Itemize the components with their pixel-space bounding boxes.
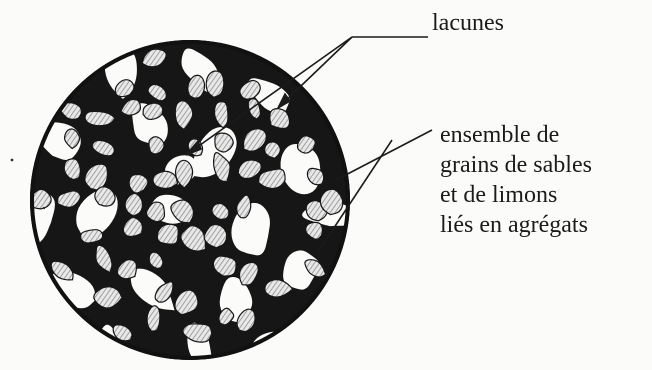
grain — [206, 71, 224, 97]
pores-pointer-right — [278, 37, 352, 108]
aggregate-label-line-1: ensemble de — [440, 120, 592, 150]
aggregate-label-line-4: liés en agrégats — [440, 210, 592, 240]
stray-dot — [43, 207, 45, 209]
aggregate-label: ensemble de grains de sables et de limon… — [440, 120, 592, 240]
pores-label: lacunes — [432, 8, 504, 38]
stray-dot — [11, 159, 14, 162]
grain — [149, 137, 164, 154]
aggregate-pointer-upper — [336, 130, 432, 180]
grain — [153, 171, 178, 188]
aggregate-label-line-3: et de limons — [440, 180, 592, 210]
grain — [143, 103, 163, 119]
aggregate-label-line-2: grains de sables — [440, 150, 592, 180]
grain — [157, 224, 178, 244]
